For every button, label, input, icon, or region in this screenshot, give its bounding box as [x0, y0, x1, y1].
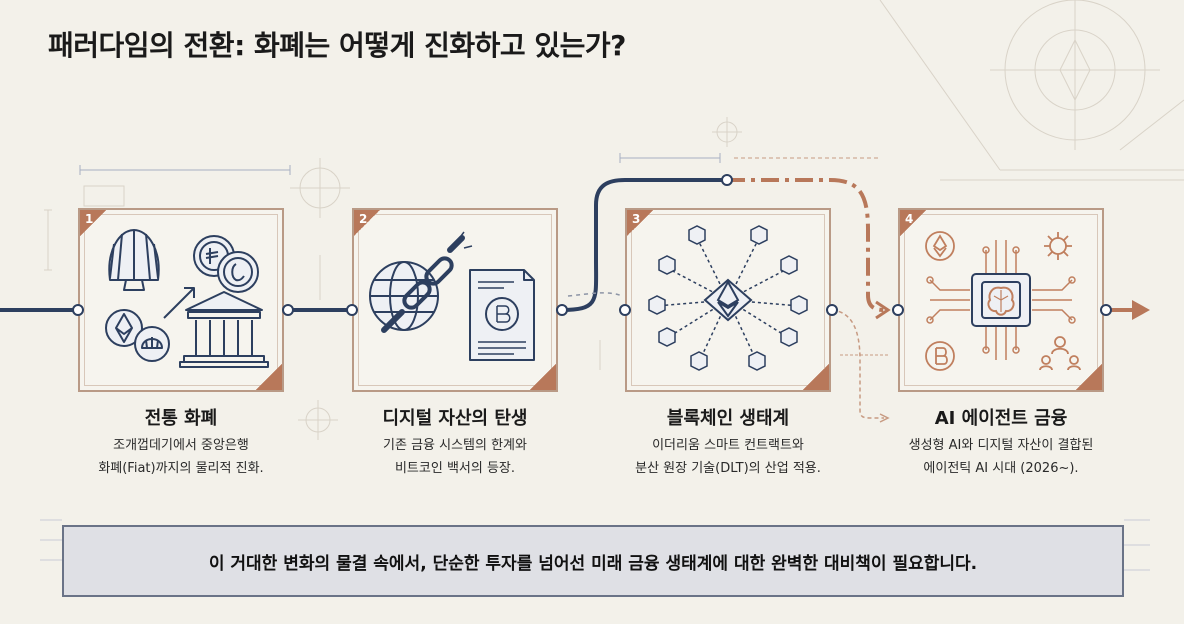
timeline-node — [72, 304, 84, 316]
stage-number-badge: 1 — [80, 210, 106, 236]
bitcoin-whitepaper-icon — [469, 269, 535, 361]
bank-building-icon — [179, 291, 269, 368]
stage-title-4: AI 에이전트 금융 — [934, 408, 1068, 429]
digital-asset-birth-illustration — [369, 231, 535, 361]
timeline-node — [892, 304, 904, 316]
bitcoin-coin-icon — [925, 341, 955, 371]
seashell-icon — [108, 229, 160, 291]
stage-number-badge: 2 — [354, 210, 380, 236]
timeline-node — [556, 304, 568, 316]
timeline-node — [1100, 304, 1112, 316]
summary-banner-text: 이 거대한 변화의 물결 속에서, 단순한 투자를 넘어선 미래 금융 생태계에… — [208, 554, 978, 574]
stage-card-4: 4 — [898, 208, 1104, 392]
stage-card-2: 2 — [352, 208, 558, 392]
stage-title-1: 전통 화폐 — [144, 408, 218, 429]
network-node-icon — [1044, 232, 1072, 260]
timeline-node — [826, 304, 838, 316]
stage-card-1: 1 — [78, 208, 284, 392]
stage-title-2: 디지털 자산의 탄생 — [382, 408, 528, 429]
coin-icon — [193, 235, 259, 293]
page-title: 패러다임의 전환: 화폐는 어떻게 진화하고 있는가? — [48, 29, 626, 62]
stage-number-badge: 4 — [900, 210, 926, 236]
ethereum-coin-icon — [105, 309, 143, 347]
currency-evolution-illustration — [105, 229, 269, 368]
ai-chip-brain-icon — [971, 273, 1031, 327]
ai-agent-finance-illustration — [925, 231, 1081, 371]
timeline-node — [721, 174, 733, 186]
timeline-node — [282, 304, 294, 316]
stage-number-badge: 3 — [627, 210, 653, 236]
block-cube-icon — [648, 225, 808, 371]
ethereum-icon — [703, 278, 753, 322]
shell-coin-icon — [134, 326, 170, 362]
timeline-node — [619, 304, 631, 316]
stage-title-3: 블록체인 생태계 — [666, 408, 790, 429]
stage-card-3: 3 — [625, 208, 831, 392]
blockchain-network-illustration — [648, 225, 808, 371]
user-network-icon — [1039, 336, 1081, 371]
ethereum-coin-icon — [925, 231, 955, 261]
timeline-node — [346, 304, 358, 316]
summary-banner: 이 거대한 변화의 물결 속에서, 단순한 투자를 넘어선 미래 금융 생태계에… — [62, 525, 1124, 597]
broken-chain-icon — [381, 235, 465, 333]
